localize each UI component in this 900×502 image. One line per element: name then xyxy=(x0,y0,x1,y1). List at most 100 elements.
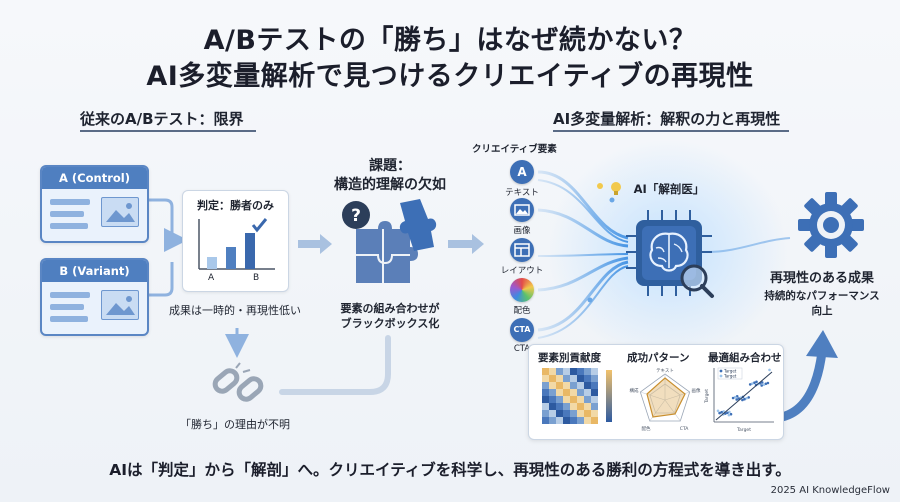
heatmap-cell xyxy=(591,417,598,424)
color-wheel-icon xyxy=(510,278,534,302)
scatter-point xyxy=(743,397,746,401)
scatter-point xyxy=(718,411,721,415)
elements-title: クリエイティブ要素 xyxy=(472,144,557,155)
variant-card-b: B (Variant) xyxy=(40,258,149,336)
heatmap-cell xyxy=(556,403,563,410)
scatter-point xyxy=(735,395,739,398)
heatmap-cell xyxy=(563,403,570,410)
heatmap-cell xyxy=(570,417,577,424)
heatmap-cell xyxy=(570,382,577,389)
heatmap-cell xyxy=(556,417,563,424)
layout-element-icon xyxy=(510,238,534,262)
image-icon xyxy=(101,290,139,320)
heatmap-cell xyxy=(577,396,584,403)
radar-label: 構成 xyxy=(630,387,639,394)
title-line-2: AI多変量解析で見つけるクリエイティブの再現性 xyxy=(146,61,754,92)
panel-pattern-title: 成功パターン xyxy=(627,352,690,364)
scatter-point xyxy=(727,413,731,417)
magnifier-icon xyxy=(680,264,708,292)
bar-a-label: A xyxy=(208,273,215,283)
scatter-legend-label: Target xyxy=(723,369,737,374)
ai-chip-brain-icon xyxy=(626,210,714,298)
heatmap-cell xyxy=(577,389,584,396)
scatter-point xyxy=(762,383,766,386)
heatmap-cell xyxy=(563,368,570,375)
success-pattern-radar: テキスト 画像 CTA 配色 構成 xyxy=(630,368,701,432)
variant-card-a: A (Control) xyxy=(40,165,149,243)
heatmap-cell xyxy=(549,389,556,396)
cta-element-icon: CTA xyxy=(510,318,534,342)
optimal-combo-scatter: Target Target Target Target xyxy=(704,367,774,433)
scatter-point xyxy=(735,398,738,401)
element-label-color: 配色 xyxy=(513,306,531,316)
scatter-point xyxy=(731,396,735,400)
scatter-point xyxy=(755,380,758,384)
blackbox-caption-2: ブラックボックス化 xyxy=(340,317,440,330)
heatmap-cell xyxy=(570,403,577,410)
scatter-x-label: Target xyxy=(736,427,751,433)
scatter-point xyxy=(751,382,754,385)
element-label-layout: レイアウト xyxy=(500,266,544,276)
scatter-point xyxy=(748,383,752,386)
scatter-point xyxy=(733,395,737,399)
heatmap-cell xyxy=(549,417,556,424)
heatmap-cell xyxy=(563,417,570,424)
card-a-label: A (Control) xyxy=(42,167,147,189)
svg-text:?: ? xyxy=(351,206,361,226)
puzzle-icon: ? xyxy=(342,199,437,283)
radar-label: 画像 xyxy=(692,387,701,394)
image-icon xyxy=(101,197,139,227)
element-label-image: 画像 xyxy=(513,226,531,236)
heatmap-cell xyxy=(549,403,556,410)
heatmap-cell xyxy=(563,375,570,382)
scatter-point xyxy=(745,397,748,400)
heatmap-cell xyxy=(577,382,584,389)
scatter-point xyxy=(766,381,770,385)
heatmap-cell xyxy=(556,396,563,403)
heatmap-cell xyxy=(584,396,591,403)
element-label-text: テキスト xyxy=(505,188,539,198)
outcome-sub-2: 向上 xyxy=(811,305,833,317)
heatmap-cell xyxy=(584,368,591,375)
scatter-point xyxy=(764,382,768,386)
card-b-label: B (Variant) xyxy=(42,260,147,282)
check-icon xyxy=(251,218,268,233)
heatmap-cell xyxy=(570,410,577,417)
heatmap-cell xyxy=(542,368,549,375)
heatmap-cell xyxy=(570,389,577,396)
heatmap-cell xyxy=(542,389,549,396)
heatmap-cell xyxy=(556,389,563,396)
result-caption: 成果は一時的・再現性低い xyxy=(169,304,301,317)
heatmap-cell xyxy=(542,382,549,389)
scatter-point xyxy=(720,410,723,414)
broken-caption: 「勝ち」の理由が不明 xyxy=(180,418,290,431)
winner-bar-chart xyxy=(198,218,275,270)
footer-message: AIは「判定」から「解剖」へ。クリエイティブを科学し、再現性のある勝利の方程式を… xyxy=(109,461,791,479)
right-section-heading: AI多変量解析：解釈の力と再現性 xyxy=(553,110,781,128)
gear-icon xyxy=(798,192,864,258)
broken-link-icon xyxy=(212,362,264,402)
radar-label: CTA xyxy=(680,426,690,432)
heatmap-cell xyxy=(577,417,584,424)
scatter-point xyxy=(747,396,750,399)
scatter-point xyxy=(760,384,763,387)
scatter-point xyxy=(716,409,720,413)
blackbox-caption-1: 要素の組み合わせが xyxy=(340,302,440,315)
outcome-sub-1: 持続的なパフォーマンス xyxy=(764,290,880,302)
heatmap-cell xyxy=(549,368,556,375)
heatmap-cell xyxy=(591,382,598,389)
radar-label: 配色 xyxy=(642,425,651,432)
outcome-title: 再現性のある成果 xyxy=(769,271,874,286)
left-section-heading: 従来のA/Bテスト：限界 xyxy=(80,110,244,128)
heatmap-cell xyxy=(591,410,598,417)
heatmap-cell xyxy=(563,410,570,417)
bar-a-low xyxy=(207,257,217,269)
heatmap-cell xyxy=(577,368,584,375)
heatmap-cell xyxy=(542,417,549,424)
heatmap-cell xyxy=(563,396,570,403)
heatmap-cell xyxy=(549,396,556,403)
contribution-heatmap xyxy=(542,368,612,424)
judgement-box: 判定：勝者のみ A B xyxy=(182,190,289,292)
heatmap-cell xyxy=(556,410,563,417)
